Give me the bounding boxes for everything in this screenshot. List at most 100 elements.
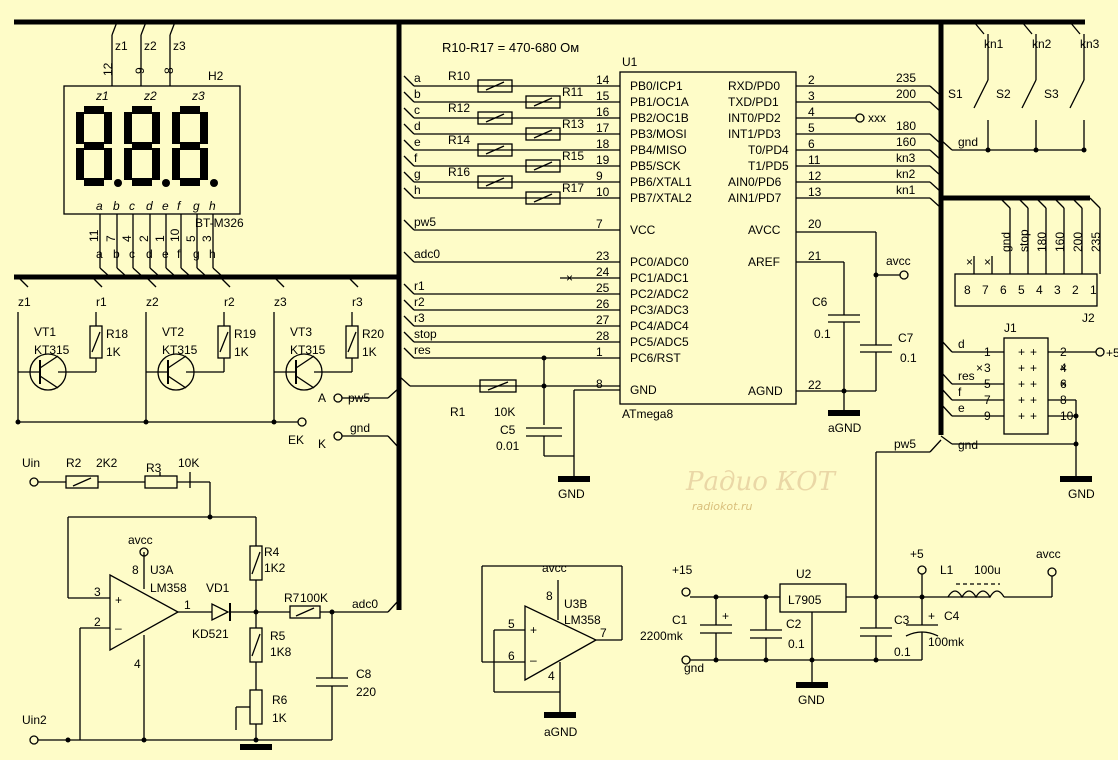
mcu-net-e: e: [414, 135, 421, 149]
j2-net-180: 180: [1035, 232, 1049, 252]
j1-rpin-6: 6: [1060, 377, 1067, 391]
r5-ref: R5: [270, 629, 286, 643]
mcu-rpin-2: 2: [808, 73, 815, 87]
opamp-u3b: + – 5 6 7 U3B LM358 avcc 8 4 aGND: [481, 561, 623, 739]
mcu-pin-10: 10: [596, 185, 610, 199]
ek-a-label: A: [318, 391, 326, 405]
mcu-net-kn1: kn1: [896, 183, 916, 197]
psu-c1-plus: +: [722, 609, 729, 623]
j2-pin-7: 7: [982, 283, 989, 297]
button-s-1: S1: [948, 87, 963, 101]
digit-label-z1: z1: [95, 89, 109, 103]
mcu-pin-18: 18: [596, 137, 610, 151]
transistor-part: KT315: [290, 343, 326, 357]
display-part: BT-M326: [195, 216, 244, 230]
opamp-section: Uin R2 2K2 R3 10K + – 3 2 1 U3A LM358 av…: [22, 456, 400, 750]
j1-pin-dot: +: [1018, 361, 1025, 375]
seg-pin-b: 7: [104, 235, 118, 242]
u3b-pin4: 4: [548, 669, 555, 683]
c8-value: 220: [356, 685, 376, 699]
mcu-rpin-name-21: AREF: [748, 255, 780, 269]
button-gnd-label: gnd: [958, 135, 978, 149]
adc0-label: adc0: [352, 597, 378, 611]
watermark-url: radiokot.ru: [692, 500, 752, 513]
mcu-ref: U1: [622, 55, 638, 69]
r6-value: 1K: [272, 711, 287, 725]
mcu-rpin-20: 20: [808, 217, 822, 231]
j2-ref: J2: [1082, 311, 1095, 325]
psu-c3-ref: C3: [894, 613, 910, 627]
j2-pin-2: 2: [1072, 283, 1079, 297]
j2-pin-1: 1: [1090, 283, 1097, 297]
mcu-pin-name-28: PC5/ADC5: [630, 335, 689, 349]
mcu-rpin-name-5: INT1/PD3: [728, 127, 781, 141]
mcu-rpin-name-13: AIN1/PD7: [728, 191, 782, 205]
psu-c1-value: 2200mk: [640, 629, 684, 643]
digit-pin-12: 12: [101, 62, 115, 76]
transistor-array: z1VT1KT315r1R181Kz2VT2KT315r2R191Kz3VT3K…: [15, 276, 384, 425]
u3b-pin7: 7: [600, 626, 607, 640]
r2-ref: R2: [66, 456, 82, 470]
mcu-res-R11: R11: [562, 85, 583, 99]
j2-net-235: 235: [1089, 232, 1103, 252]
mcu-pin-name-7: VCC: [630, 223, 656, 237]
seg-bus-tag-f: f: [177, 247, 181, 261]
transistor-res-value: 1K: [234, 345, 249, 359]
mcu-res-R15: R15: [562, 149, 584, 163]
psu-avcc: avcc: [1036, 547, 1061, 561]
psu-GND: GND: [798, 693, 825, 707]
c5-value: 0.01: [496, 439, 520, 453]
mcu-net-stop: stop: [414, 327, 437, 341]
digit-pin-8: 8: [162, 67, 176, 74]
transistor-ref: VT2: [162, 325, 184, 339]
mcu-pin-23: 23: [596, 249, 610, 263]
mcu-rpin-5: 5: [808, 121, 815, 135]
mcu-net-xxx: xxx: [868, 111, 886, 125]
mcu-net-res: res: [414, 343, 431, 357]
u3a-pin3: 3: [94, 585, 101, 599]
psu-c4-value: 100mk: [928, 635, 965, 649]
gnd-label-mcu: GND: [558, 487, 585, 501]
mcu-rpin-4: 4: [808, 105, 815, 119]
j1-plus5: +5: [1106, 346, 1118, 360]
transistor-res-ref: R18: [106, 327, 128, 341]
r3-value: 10K: [178, 456, 199, 470]
mcu-res-R14: R14: [448, 133, 470, 147]
agnd-label-mcu: aGND: [828, 421, 862, 435]
mcu-pin-name-26: PC3/ADC3: [630, 303, 689, 317]
r4-value: 1K2: [264, 561, 286, 575]
mcu-net-adc0: adc0: [414, 247, 440, 261]
u3a-pin2: 2: [94, 615, 101, 629]
avcc-label-u3b: avcc: [542, 561, 567, 575]
mcu-net-pw5: pw5: [414, 215, 436, 229]
u3a-part: LM358: [150, 581, 187, 595]
mcu-pin-name-16: PB2/OC1B: [630, 111, 689, 125]
psu-c4-plus: +: [928, 609, 935, 623]
reset-network: R1 10K C5 0.01 GND: [398, 355, 620, 501]
ek-connector: EK A pw5 K gnd: [18, 387, 400, 451]
j2-net-160: 160: [1053, 232, 1067, 252]
j2-net-gnd: gnd: [999, 232, 1013, 252]
seg-pin-d: 2: [137, 235, 151, 242]
r4-ref: R4: [264, 545, 280, 559]
r1-value: 10K: [494, 405, 515, 419]
seg-letter-a: a: [96, 199, 103, 213]
psu-l1-value: 100u: [974, 563, 1001, 577]
mcu-pin-25: 25: [596, 281, 610, 295]
vd1-ref: VD1: [206, 581, 230, 595]
j1-ref: J1: [1004, 321, 1017, 335]
mcu-net-g: g: [414, 167, 421, 181]
mcu-pin-15: 15: [596, 89, 610, 103]
transistor-base-tag: r2: [224, 295, 235, 309]
u3b-pin8: 8: [546, 589, 553, 603]
seg-bus-tag-b: b: [113, 247, 120, 261]
j2-pin-3: 3: [1054, 283, 1061, 297]
u3a-minus: –: [115, 621, 122, 635]
avcc-aref-caps: avcc C6 0.1 C7 0.1 aGND: [796, 231, 917, 435]
mcu-rpin-name-6: T0/PD4: [748, 143, 789, 157]
mcu-rpin-name-12: AIN0/PD6: [728, 175, 782, 189]
